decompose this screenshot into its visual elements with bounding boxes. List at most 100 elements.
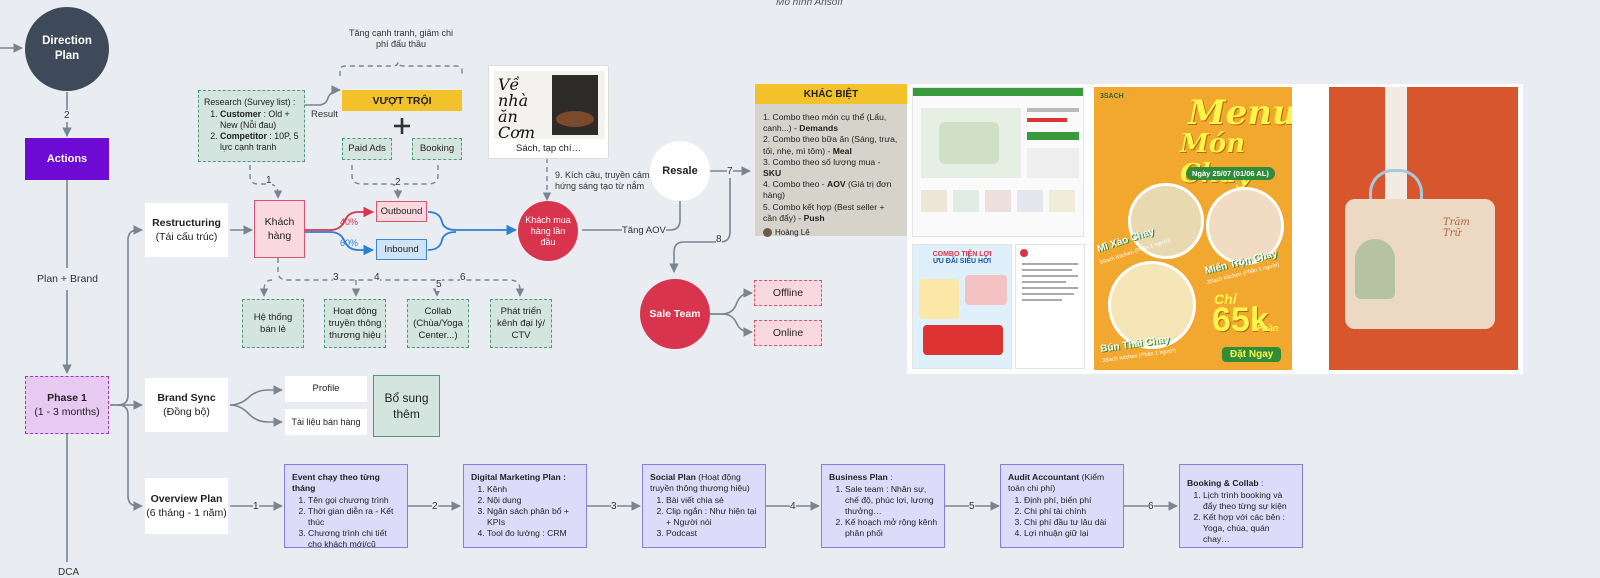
edge-phase-overview — [117, 404, 143, 511]
edge-phase-restructuring — [110, 225, 143, 406]
khac-biet-item-5: 5. Combo kết hợp (Best seller + cần đẩy)… — [763, 201, 885, 223]
plan-brand-label: Plan + Brand — [37, 273, 99, 285]
combo-poster[interactable]: COMBO TIỆN LỢI ƯU ĐÃI SIÊU HỜI — [912, 244, 1012, 369]
edge-label-6: 6 — [460, 272, 466, 284]
edge-khach-outbound — [305, 206, 375, 231]
phase1-node[interactable]: Phase 1 (1 - 3 months) — [25, 376, 109, 434]
plan-booking-item: Kết hợp với các bên : Yoga, chùa, quán c… — [1203, 512, 1296, 545]
plan-edge-1: 1 — [253, 501, 259, 513]
plan-social[interactable]: Social Plan (Hoạt động truyền thông thươ… — [642, 464, 766, 548]
edge-outbound-khachmua — [427, 211, 518, 236]
bo-sung-them-node[interactable]: Bổ sung thêm — [373, 375, 440, 437]
research-item-customer: Customer : Old + New (Nỗi đau) — [220, 109, 299, 131]
bag-handle — [1369, 169, 1423, 212]
khac-biet-panel[interactable]: KHÁC BIỆT 1. Combo theo món cụ thể (Lẩu,… — [755, 84, 907, 238]
plan-business[interactable]: Business Plan : Sale team : Nhân sự, chế… — [821, 464, 945, 548]
poster-title2: Món Chay — [1180, 129, 1252, 189]
plan-digital-marketing[interactable]: Digital Marketing Plan : Kênh Nội dung N… — [463, 464, 587, 548]
tang-aov-label: Tăng AOV — [622, 225, 666, 237]
research-item-competitor: Competitor : 10P, 5 lực cạnh tranh — [220, 131, 299, 153]
actions-node[interactable]: Actions — [25, 138, 109, 180]
plan-audit-item: Chi phí tài chính — [1024, 506, 1117, 517]
plan-edge-4: 4 — [790, 501, 796, 513]
offline-node[interactable]: Offline — [754, 280, 822, 306]
edge-khachmua-resale — [582, 191, 685, 231]
restructuring-sub: (Tái cấu trúc) — [155, 231, 218, 243]
restructuring-title: Restructuring — [152, 217, 221, 229]
khac-biet-item-3: 3. Combo theo số lượng mua - SKU — [763, 156, 881, 179]
tai-lieu-node[interactable]: Tài liệu bán hàng — [285, 409, 367, 435]
plan-digital-item: Nội dung — [487, 495, 580, 506]
brace-text: Tăng cạnh tranh, giảm chi phí đấu thầu — [348, 28, 454, 49]
edge-sale-online — [710, 313, 753, 337]
edge-label-7: 7 — [727, 166, 733, 178]
khac-biet-item-4: 4. Combo theo - AOV (Giá trị đơn hàng) — [763, 179, 892, 201]
khach-mua-node[interactable]: Khách mua hàng lần đầu — [518, 201, 578, 261]
hoat-dong-truyen-thong-node[interactable]: Hoạt động truyền thông thương hiệu — [324, 299, 386, 348]
inbound-node[interactable]: Inbound — [376, 239, 427, 260]
brand-sync-title: Brand Sync — [157, 392, 216, 404]
profile-node[interactable]: Profile — [285, 376, 367, 402]
edge-bottom-bus — [277, 258, 525, 297]
edge-khach-inbound — [305, 231, 375, 256]
collab-node[interactable]: Collab (Chùa/Yoga Center...) — [407, 299, 469, 348]
poster-date: Ngày 25/07 (01/06 AL) — [1186, 167, 1275, 180]
menu-mon-chay-poster[interactable]: 3SACH Menu Món Chay Ngày 25/07 (01/06 AL… — [1094, 87, 1292, 370]
edge-sale-offline — [710, 288, 753, 315]
brand-sync-sub: (Đồng bộ) — [163, 406, 210, 418]
avatar — [763, 228, 772, 238]
plan-edge-2: 2 — [432, 501, 438, 513]
combo-line1: COMBO TIỆN LỢI — [932, 251, 992, 258]
khac-biet-author: Hoàng Lê — [763, 227, 899, 238]
phase1-title: Phase 1 — [47, 392, 87, 404]
ecommerce-screenshot[interactable] — [912, 87, 1084, 237]
pct-60-label: 60% — [340, 238, 359, 248]
social-post-screenshot[interactable] — [1015, 244, 1085, 369]
brand-sync-node[interactable]: Brand Sync (Đồng bộ) — [145, 378, 228, 432]
note-9: 9. Kích cầu, truyền cảm hứng sáng tạo từ… — [555, 170, 650, 191]
combo-line2: ƯU ĐÃI SIÊU HỜI — [932, 258, 992, 265]
plan-booking-collab[interactable]: Booking & Collab : Lịch trình booking và… — [1179, 464, 1303, 548]
booking-node[interactable]: Booking — [412, 138, 462, 160]
plan-event[interactable]: Event chạy theo từng tháng Tên gọi chươn… — [284, 464, 408, 549]
overview-title: Overview Plan — [150, 493, 223, 505]
sale-team-node[interactable]: Sale Team — [640, 279, 710, 349]
plan-social-item: Podcast — [666, 528, 759, 539]
plan-booking-item: Lịch trình booking và đẩy theo từng sự k… — [1203, 490, 1296, 512]
edge-bs-tailieu — [229, 404, 283, 427]
khach-hang-node[interactable]: Khách hàng — [254, 200, 305, 258]
outbound-node[interactable]: Outbound — [376, 201, 427, 222]
online-node[interactable]: Online — [754, 320, 822, 346]
direction-plan-node[interactable]: Direction Plan — [25, 7, 109, 91]
plan-digital-item: Tool đo lường : CRM — [487, 528, 580, 539]
resale-node[interactable]: Resale — [650, 141, 710, 201]
edge-label-1: 1 — [266, 175, 272, 187]
paid-ads-node[interactable]: Paid Ads — [342, 138, 392, 160]
dish3-photo — [1108, 261, 1196, 349]
plan-audit-item: Chi phí đầu tư lâu dài — [1024, 517, 1117, 528]
book-image-card[interactable]: Về nhà ăn Cơm Sách, tạp chí… — [488, 65, 609, 159]
gift-bag-photo[interactable]: Trăm Trữ — [1329, 87, 1518, 370]
overview-sub: (6 tháng - 1 năm) — [146, 507, 227, 519]
poster-cta-button[interactable]: Đặt Ngay — [1222, 347, 1282, 362]
he-thong-ban-le-node[interactable]: Hệ thống bán lẻ — [242, 299, 304, 348]
overview-plan-node[interactable]: Overview Plan (6 tháng - 1 năm) — [145, 478, 228, 534]
plan-business-item: Sale team : Nhân sự, chế độ, phúc lợi, l… — [845, 484, 938, 517]
book-photo: Về nhà ăn Cơm — [494, 71, 605, 139]
pct-40-label: 40% — [340, 217, 359, 227]
restructuring-node[interactable]: Restructuring (Tái cấu trúc) — [145, 203, 228, 257]
edge-label-3: 3 — [333, 272, 339, 284]
plan-edge-6: 6 — [1148, 501, 1154, 513]
vuot-troi-node[interactable]: VƯỢT TRỘI — [342, 90, 462, 111]
book-food-shape — [556, 111, 594, 127]
poster-price-unit: /Phần — [1254, 323, 1279, 333]
plan-audit[interactable]: Audit Accountant (Kiểm toán chi phí) Địn… — [1000, 464, 1124, 548]
plan-edge-5: 5 — [969, 501, 975, 513]
plan-audit-item: Lợi nhuận giữ lại — [1024, 528, 1117, 539]
edge-label-8: 8 — [716, 234, 722, 246]
research-node[interactable]: Research (Survey list) : Customer : Old … — [198, 90, 305, 162]
poster-price-prefix: Chỉ — [1214, 291, 1237, 307]
phat-trien-kenh-node[interactable]: Phát triển kênh đại lý/ CTV — [490, 299, 552, 348]
edge-booking-outbound — [404, 165, 439, 185]
